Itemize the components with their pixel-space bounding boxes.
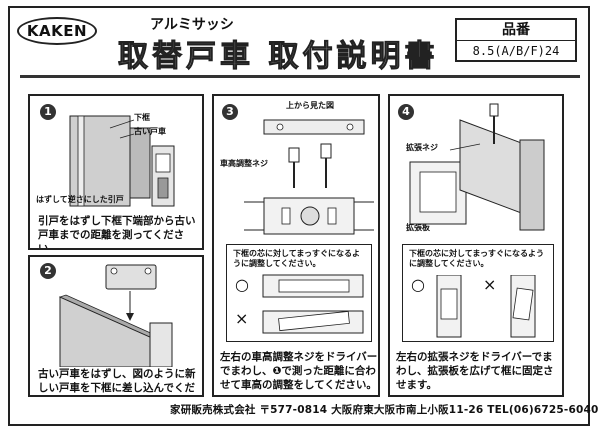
step1-roller-label: 古い戸車 bbox=[134, 127, 166, 136]
step1-number: 1 bbox=[40, 104, 56, 120]
step4-panel: 4 拡張ネジ 拡張板 下框の芯に対してまっすぐになるように調整してください。 ○… bbox=[388, 94, 564, 397]
step3-adjust-illustration bbox=[262, 274, 364, 334]
step1-frame-label: 下框 bbox=[134, 113, 150, 122]
company-footer: 家研販売株式会社 〒577-0814 大阪府東大阪市南上小阪11-26 TEL(… bbox=[170, 404, 599, 416]
part-number-box: 品番 8.5(A/B/F)24 bbox=[455, 18, 577, 62]
step4-ng-mark: × bbox=[483, 275, 497, 294]
step3-illustration bbox=[244, 119, 374, 235]
step4-ok-mark: ○ bbox=[411, 275, 425, 294]
step1-illustration bbox=[69, 115, 175, 207]
step3-ng-mark: × bbox=[235, 309, 249, 328]
step4-plate-label: 拡張板 bbox=[406, 223, 430, 232]
document-frame bbox=[8, 6, 590, 426]
step4-adjust-box: 下框の芯に対してまっすぐになるように調整してください。 ○ × bbox=[402, 244, 554, 342]
step4-number: 4 bbox=[398, 104, 414, 120]
part-number-label: 品番 bbox=[457, 20, 575, 41]
step3-top-view-label: 上から見た図 bbox=[286, 101, 334, 110]
step3-number: 3 bbox=[222, 104, 238, 120]
step4-instruction: 下框の芯に対してまっすぐになるように調整してください。 bbox=[409, 249, 545, 268]
step3-screw-label: 車高調整ネジ bbox=[220, 159, 268, 168]
step3-ok-mark: ○ bbox=[235, 275, 249, 294]
header-rule bbox=[20, 75, 580, 78]
step2-illustration bbox=[58, 264, 173, 367]
step4-caption: 左右の拡張ネジをドライバーでまわし、拡張板を広げて框に固定させます。 bbox=[396, 351, 554, 391]
step1-note: はずして逆さにした引戸 bbox=[36, 195, 124, 204]
step4-adjust-illustration bbox=[436, 275, 536, 338]
part-number-value: 8.5(A/B/F)24 bbox=[472, 44, 560, 58]
step2-caption: 古い戸車をはずし、図のように新しい戸車を下框に差し込んでください。 bbox=[38, 368, 196, 394]
page-title: 取替戸車 取付説明書 bbox=[117, 39, 439, 75]
step3-adjust-box: 下框の芯に対してまっすぐになるように調整してください。 ○ × bbox=[226, 244, 372, 342]
step1-caption: 引戸をはずし下框下端部から古い戸車までの距離を測ってください。 bbox=[38, 215, 196, 250]
step3-instruction: 下框の芯に対してまっすぐになるように調整してください。 bbox=[233, 249, 361, 268]
step4-screw-label: 拡張ネジ bbox=[406, 143, 438, 152]
step1-panel: 1 下框 古い戸車 はずして逆さにした引戸 引戸をはずし下框下端部から古い戸車ま… bbox=[28, 94, 204, 250]
step3-caption: 左右の車高調整ネジをドライバーでまわし、❶で測った距離に合わせて車高の調整をして… bbox=[220, 351, 378, 391]
step2-panel: 2 古い戸車をはずし、図のように新しい戸車を下框に差し込んでください。 bbox=[28, 255, 204, 397]
subtitle: アルミサッシ bbox=[150, 17, 234, 33]
step3-panel: 3 上から見た図 車高調整ネジ 下框の芯に対してまっすぐになるように調整してくだ… bbox=[212, 94, 380, 397]
step2-number: 2 bbox=[40, 263, 56, 279]
step4-illustration bbox=[409, 103, 545, 231]
kaken-logo: KAKEN bbox=[17, 17, 97, 45]
